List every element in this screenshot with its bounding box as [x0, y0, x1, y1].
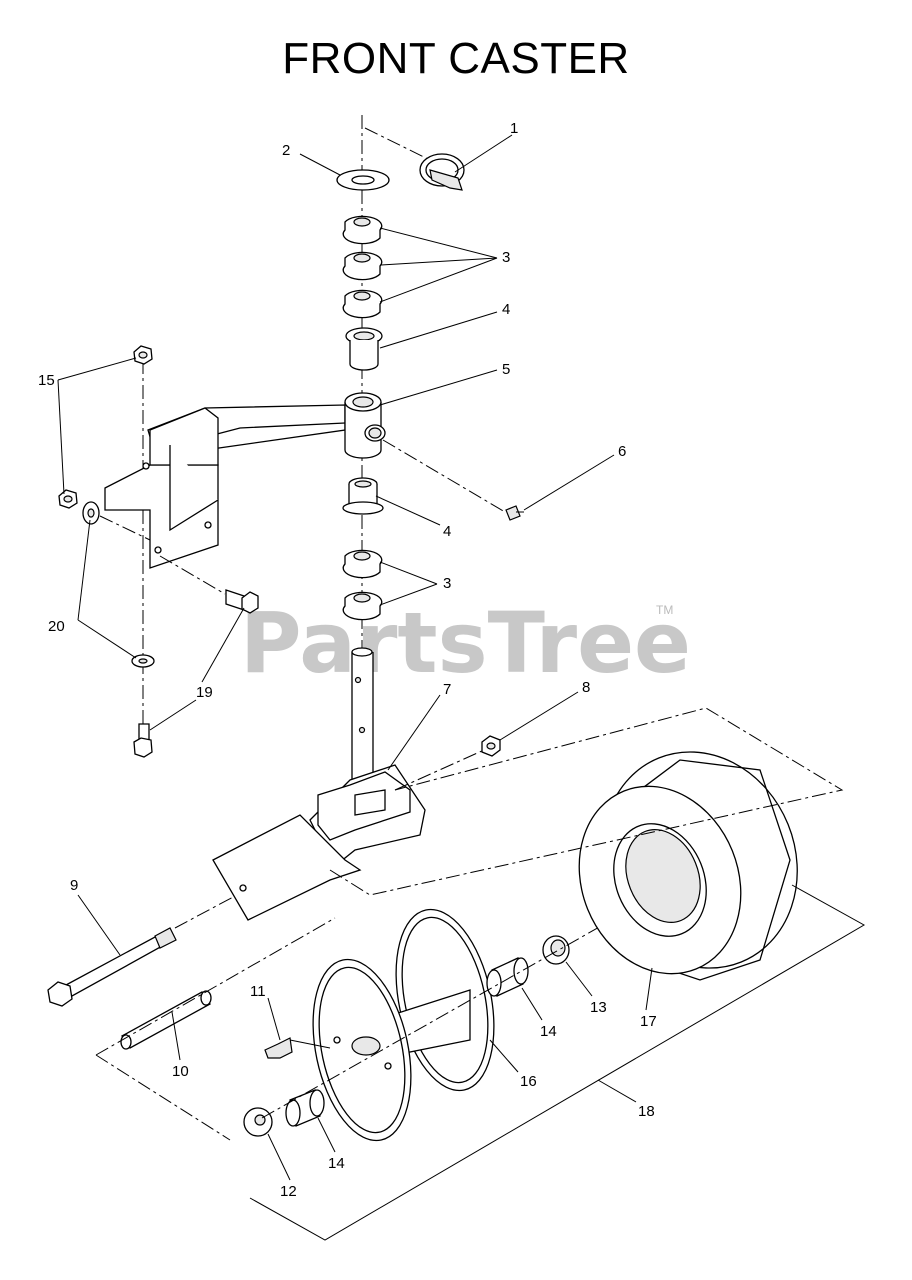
label-part-7: 7: [443, 681, 451, 698]
label-part-18: 18: [638, 1103, 655, 1120]
label-part-12: 12: [280, 1183, 297, 1200]
label-part-20: 20: [48, 618, 65, 635]
label-part-3-upper: 3: [502, 249, 510, 266]
top-washer-part[interactable]: [336, 169, 390, 191]
label-part-8: 8: [582, 679, 590, 696]
leader-lines: [57, 134, 653, 1181]
spacer-upper-3[interactable]: [342, 289, 383, 319]
label-part-10: 10: [172, 1063, 189, 1080]
page-title: FRONT CASTER: [282, 34, 630, 83]
fork-reference-frame: [329, 707, 844, 896]
spacer-upper-1[interactable]: [342, 215, 383, 245]
spacer-lower-1[interactable]: [342, 549, 383, 579]
spacer-upper-2[interactable]: [342, 251, 383, 281]
label-part-11: 11: [250, 983, 266, 1000]
caster-arm-part[interactable]: [104, 392, 386, 569]
label-part-6: 6: [618, 443, 626, 460]
wheel-rim-part[interactable]: [298, 900, 509, 1149]
roller-bearing-left-part[interactable]: [285, 1089, 325, 1127]
washer-bottom-part[interactable]: [131, 654, 155, 668]
label-part-5: 5: [502, 361, 510, 378]
hairpin-clip-part[interactable]: [364, 127, 465, 191]
label-part-4-upper: 4: [502, 301, 510, 318]
label-part-2: 2: [282, 142, 290, 159]
bearing-ring-part[interactable]: [542, 935, 570, 965]
bolt-bottom-part[interactable]: [133, 723, 153, 758]
label-part-4-lower: 4: [443, 523, 451, 540]
upper-bushing-part[interactable]: [345, 327, 383, 371]
label-part-14-lower: 14: [328, 1155, 345, 1172]
label-part-9: 9: [70, 877, 78, 894]
label-part-14-upper: 14: [540, 1023, 557, 1040]
hub-reference-frame: [95, 917, 336, 1141]
grease-fitting-part[interactable]: [505, 505, 524, 521]
label-part-1: 1: [510, 120, 518, 137]
spacer-lower-2[interactable]: [342, 591, 383, 621]
label-part-19: 19: [196, 684, 213, 701]
hex-nut-part[interactable]: [481, 735, 501, 757]
watermark-trademark: TM: [656, 603, 673, 617]
label-part-17: 17: [640, 1013, 657, 1030]
label-part-15: 15: [38, 372, 55, 389]
collar-part[interactable]: [243, 1107, 273, 1137]
roller-bearing-right-part[interactable]: [486, 957, 529, 997]
label-part-13: 13: [590, 999, 607, 1016]
bolt-right-part[interactable]: [159, 555, 259, 614]
tire-part[interactable]: [552, 722, 830, 998]
wheel-reference-frame: [249, 884, 866, 1241]
label-part-16: 16: [520, 1073, 537, 1090]
lower-bushing-part[interactable]: [342, 477, 384, 515]
washer-left-part[interactable]: [82, 501, 151, 541]
caster-fork-part[interactable]: [212, 647, 426, 921]
watermark-text: PartsTree: [240, 594, 691, 692]
axle-bolt-part[interactable]: [47, 895, 236, 1007]
hub-grease-fitting-part[interactable]: [264, 1037, 293, 1059]
axle-spacer-tube-part[interactable]: [120, 990, 212, 1050]
label-part-3-lower: 3: [443, 575, 451, 592]
nut-top-part[interactable]: [133, 345, 153, 365]
nut-left-part[interactable]: [58, 489, 78, 509]
